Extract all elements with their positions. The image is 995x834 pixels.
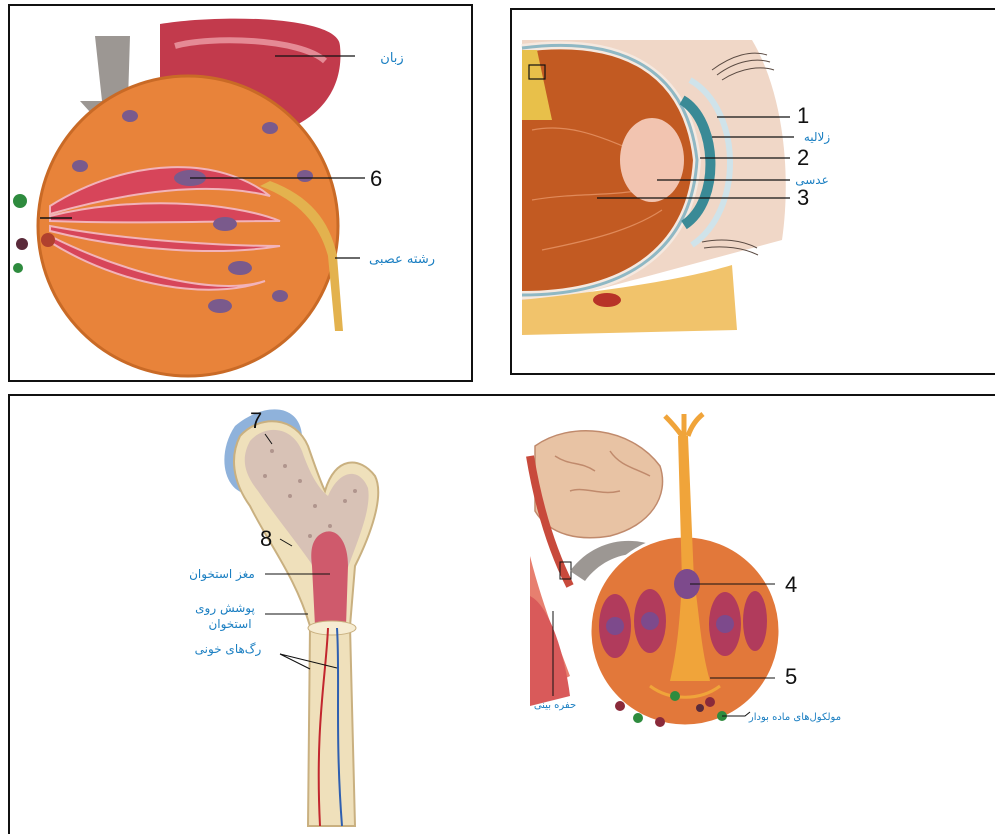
taste-bud-panel: زبان 6 رشته عصبی [8,4,473,382]
label-periosteum-2: استخوان [208,617,251,632]
label-7: 7 [250,408,262,433]
bone-and-smell-panel: 7 8 مغز استخوان پوشش روی استخوان رگ‌های … [8,394,995,834]
label-2: 2 [797,145,809,170]
lens [620,118,684,202]
olfactory-illustration: 4 5 حفره بینی مولکول‌های ماده بودار [530,414,841,727]
label-5: 5 [785,664,797,689]
label-periosteum-1: پوشش روی [195,601,255,616]
taste-bud-circle [38,76,338,376]
label-number-6: 6 [370,166,382,191]
label-8: 8 [260,526,272,551]
label-3: 3 [797,185,809,210]
label-4: 4 [785,572,797,597]
label-nerve: رشته عصبی [369,252,435,267]
label-tongue: زبان [380,51,403,66]
label-cornea: زلالیه [804,130,831,145]
label-nasal-cavity: حفره بینی [534,700,576,711]
label-marrow: مغز استخوان [189,567,255,582]
label-odor-molecules: مولکول‌های ماده بودار [748,712,841,723]
bone-marrow [311,531,348,633]
eye-illustration: 1 زلالیه 2 عدسی 3 [512,10,995,375]
label-vessels: رگ‌های خونی [195,642,262,657]
taste-bud-illustration: زبان 6 رشته عصبی [10,6,473,382]
label-1: 1 [797,103,809,128]
eye-panel: 1 زلالیه 2 عدسی 3 [510,8,995,375]
bone-illustration: 7 8 مغز استخوان پوشش روی استخوان رگ‌های … [10,396,995,834]
